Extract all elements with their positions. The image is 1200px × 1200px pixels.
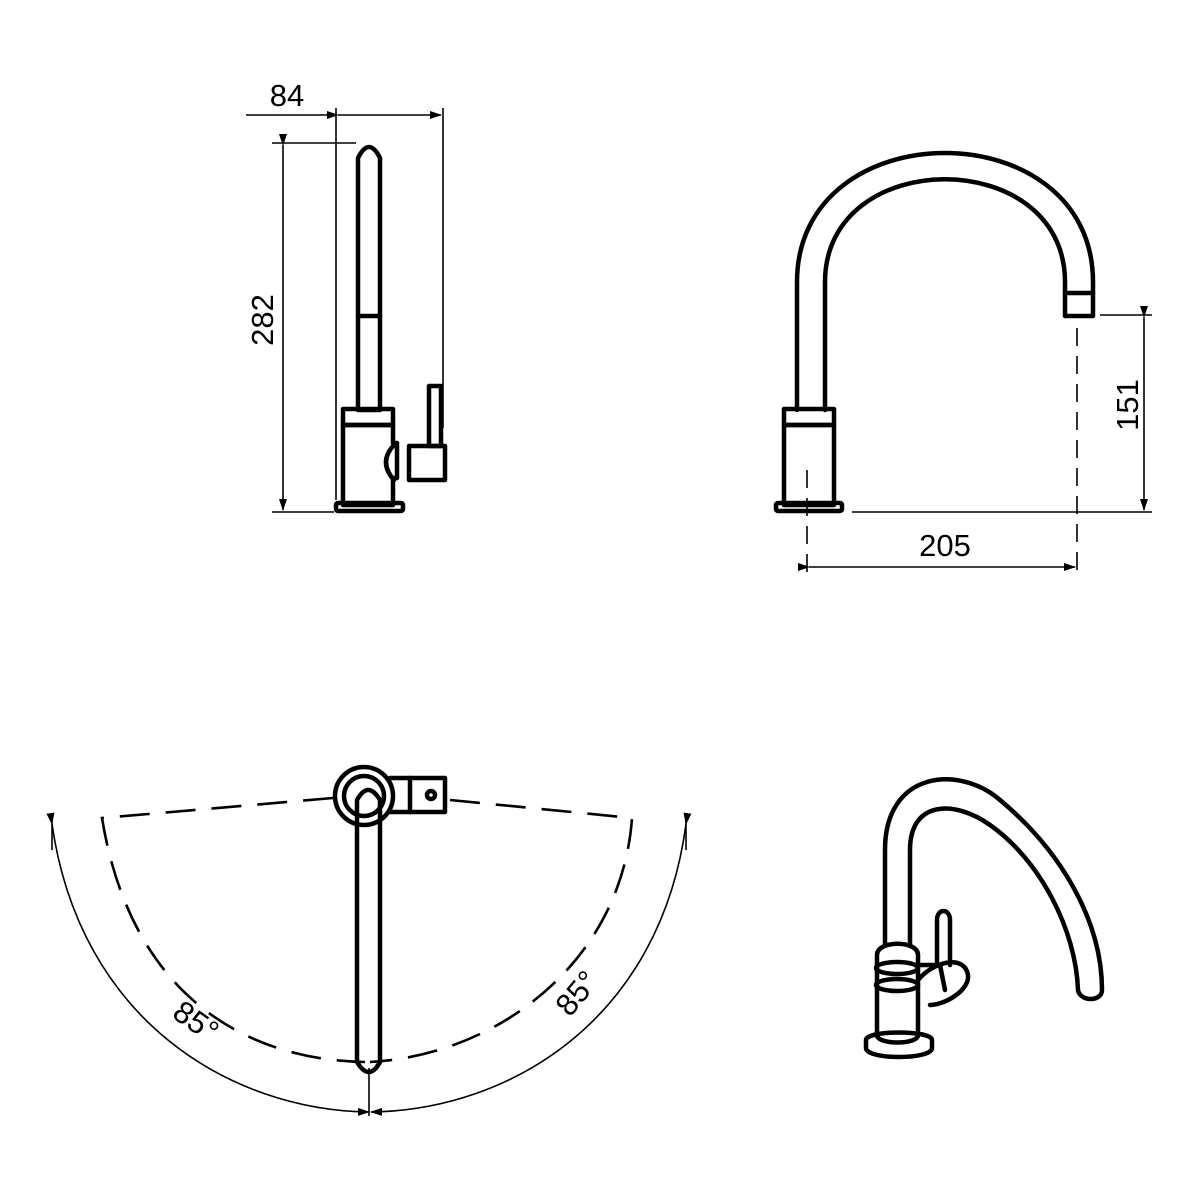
perspective-view bbox=[863, 777, 1105, 1060]
front-view: 151 205 bbox=[773, 150, 1152, 575]
front-view-faucet bbox=[773, 150, 1096, 514]
spout-height-dimension: 151 bbox=[852, 306, 1152, 513]
reach-label: 205 bbox=[919, 528, 971, 563]
top-view-faucet bbox=[332, 764, 448, 1075]
reach-dimension: 205 bbox=[798, 328, 1078, 575]
side-view-faucet bbox=[333, 144, 448, 514]
width-label: 84 bbox=[270, 78, 304, 113]
side-view: 84 282 bbox=[245, 78, 448, 514]
swivel-left-label: 85° bbox=[167, 994, 225, 1050]
height-dimension: 282 bbox=[245, 134, 356, 513]
swivel-right-label: 85° bbox=[548, 964, 605, 1022]
top-view: 85° 85° bbox=[46, 764, 692, 1116]
spout-height-label: 151 bbox=[1110, 379, 1145, 431]
width-dimension: 84 bbox=[246, 78, 444, 500]
height-label: 282 bbox=[245, 294, 280, 346]
